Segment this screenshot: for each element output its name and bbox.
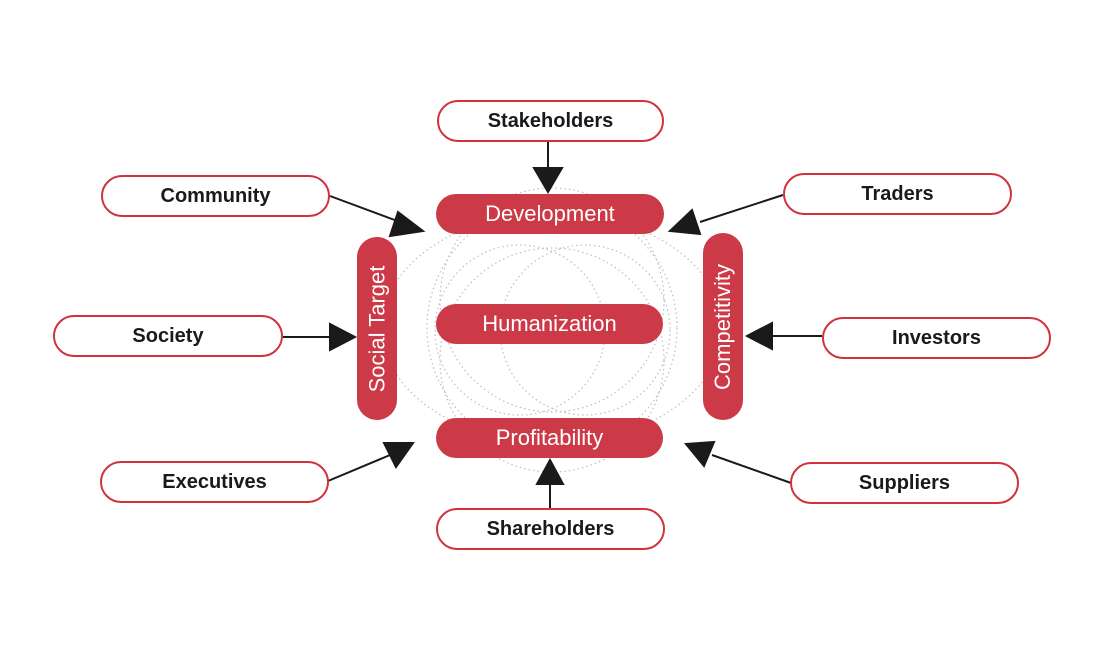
node-development-label: Development [485,201,615,226]
node-stakeholders-label: Stakeholders [487,109,614,132]
arrowhead-society [329,322,358,352]
node-humanization: Humanization [436,304,663,344]
node-community: Community [101,175,330,217]
arrowhead-traders [667,208,702,236]
node-profitability: Profitability [436,418,663,458]
node-investors: Investors [822,317,1051,359]
arrowhead-investors [744,321,773,351]
node-community-label: Community [160,184,271,207]
node-executives-label: Executives [162,470,267,493]
arrow-executives [327,454,391,482]
node-traders: Traders [783,173,1012,215]
node-suppliers-label: Suppliers [858,471,951,494]
node-social-target: Social Target [357,237,397,420]
node-social-target-label: Social Target [364,265,389,392]
arrowhead-suppliers [684,440,716,468]
arrowhead-shareholders [535,457,565,485]
arrows [283,141,822,508]
node-shareholders: Shareholders [436,508,665,550]
arrowhead-stakeholders [532,167,564,194]
node-shareholders-label: Shareholders [486,517,615,540]
node-investors-label: Investors [892,326,981,349]
node-society-label: Society [132,324,204,347]
node-humanization-label: Humanization [482,311,617,336]
node-profitability-label: Profitability [495,425,604,450]
node-traders-label: Traders [861,182,934,205]
guide-circle-outer [426,202,678,454]
node-competitivity-label: Competitivity [710,263,736,390]
arrow-traders [699,194,784,223]
node-executives: Executives [100,461,329,503]
node-suppliers: Suppliers [790,462,1019,504]
arrowhead-community [388,210,426,238]
node-competitivity: Competitivity [703,233,743,420]
node-development: Development [436,194,664,234]
node-stakeholders: Stakeholders [437,100,664,142]
arrowhead-executives [382,442,415,469]
arrow-community [329,195,401,223]
arrow-suppliers [711,454,792,484]
node-society: Society [53,315,283,357]
